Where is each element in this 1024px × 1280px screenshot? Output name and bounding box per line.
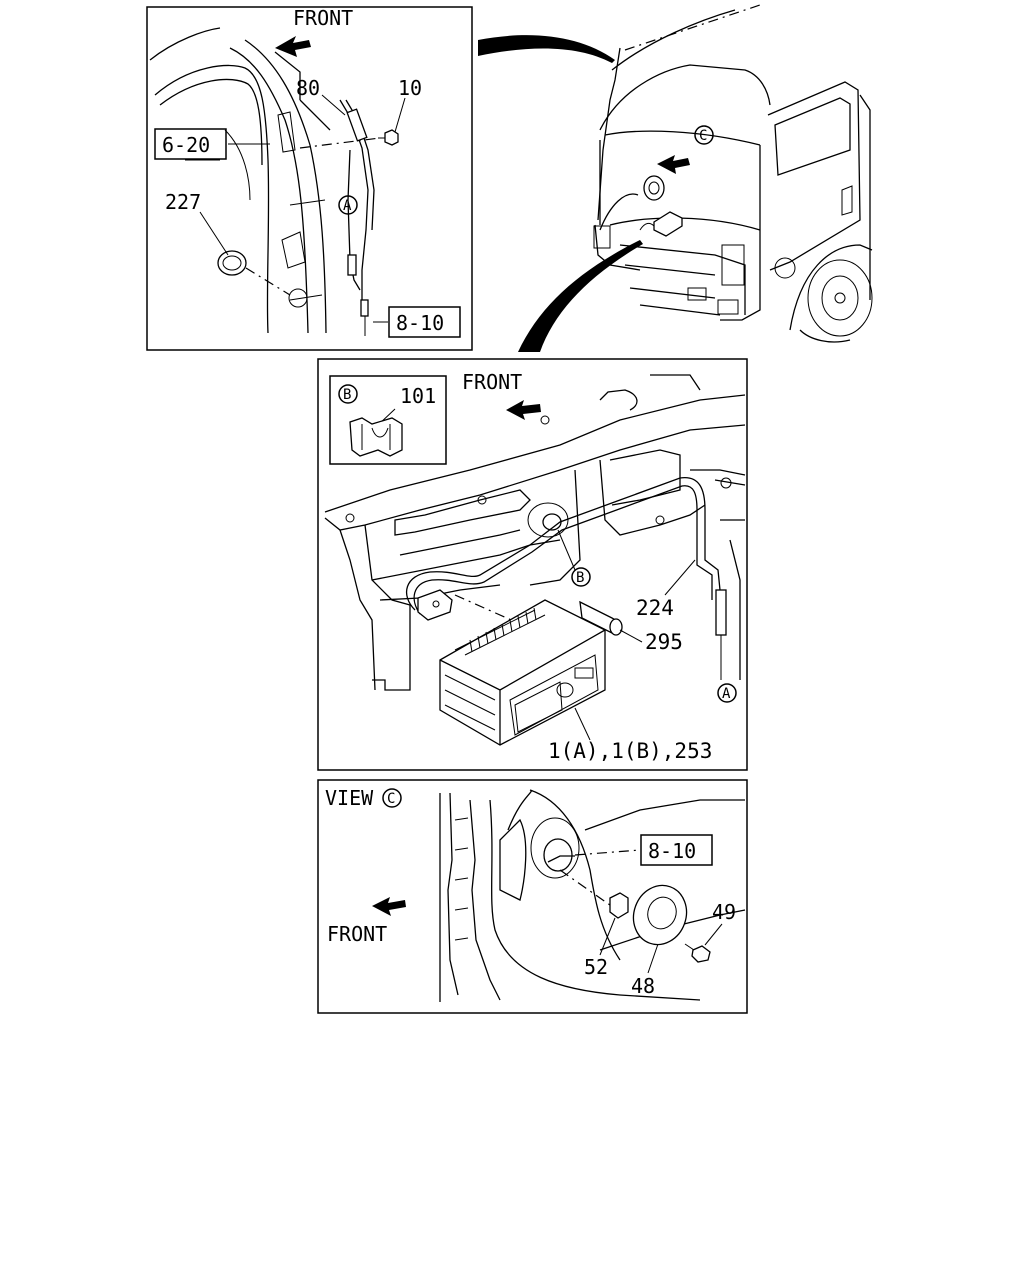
- panel-radio-mount: B 101 FRONT: [317, 358, 748, 771]
- cover-48-icon: [632, 884, 688, 946]
- cab-front-lower: [609, 217, 761, 231]
- front-label: FRONT: [462, 370, 522, 394]
- grille-lines: [624, 264, 721, 316]
- callout-radio-parts: 1(A),1(B),253: [548, 739, 712, 763]
- svg-text:A: A: [343, 198, 352, 214]
- callout-80: 80: [296, 76, 320, 100]
- callout-224: 224: [636, 596, 674, 620]
- front-arrow-icon: [275, 36, 311, 57]
- dash-grommet-hole: [527, 502, 569, 538]
- view-label: VIEW: [325, 786, 374, 810]
- mount-bracket: [417, 589, 453, 621]
- grommet-marker: [643, 175, 665, 201]
- front-arrow-icon: [372, 897, 406, 916]
- antenna-base-80: [346, 108, 368, 142]
- ref-box-8-10: [388, 306, 461, 338]
- pillar-slot: [277, 111, 296, 153]
- panel-view-c: VIEW C FRONT 8-10 49 52 48: [317, 779, 748, 1014]
- truck-overview: C: [593, 4, 873, 343]
- screw-49-icon: [691, 945, 711, 963]
- panel-cutout: [499, 789, 533, 901]
- front-label: FRONT: [293, 6, 353, 30]
- door-window: [774, 97, 851, 176]
- callout-49: 49: [712, 900, 736, 924]
- front-wheel: [807, 259, 873, 337]
- radio-knob: [556, 682, 574, 698]
- circle-marker-b: [571, 567, 591, 587]
- svg-text:B: B: [343, 387, 351, 403]
- callout-101: 101: [400, 384, 436, 408]
- door-handle: [841, 185, 853, 216]
- circle-marker-c: [694, 125, 714, 145]
- circle-marker-a: [717, 683, 737, 703]
- pillar-edge: [149, 27, 221, 61]
- callout-10: 10: [398, 76, 422, 100]
- grommet-hole: [288, 288, 308, 308]
- fuel-cap: [774, 257, 796, 279]
- svg-text:B: B: [576, 570, 584, 586]
- headlamp-right: [721, 244, 745, 286]
- callout-52: 52: [584, 955, 608, 979]
- truck-antenna: [597, 47, 621, 221]
- callout-227: 227: [165, 190, 201, 214]
- dash-beam-top: [324, 394, 746, 513]
- pillar-outer-curve: [229, 47, 309, 334]
- radio-position: [653, 211, 683, 237]
- grommet-227-icon: [217, 250, 247, 276]
- radio-faceplate: [509, 654, 599, 736]
- view-c-arrow-icon: [657, 155, 690, 174]
- connector-arc-bottom: [518, 240, 643, 352]
- callout-48: 48: [631, 974, 655, 998]
- svg-text:A: A: [722, 686, 731, 702]
- circle-marker-a: [338, 195, 358, 215]
- radio-vent-lines: [454, 609, 546, 656]
- clip-52-icon: [609, 892, 629, 919]
- pillar-inner-curve: [154, 64, 270, 334]
- callout-295: 295: [645, 630, 683, 654]
- callout-8-10: 8-10: [648, 839, 696, 863]
- dash-cutout: [394, 489, 531, 536]
- callout-6-20: 6-20: [162, 133, 210, 157]
- inset-b-frame: [329, 375, 447, 465]
- panel-antenna-pillar: FRONT 80 10: [146, 6, 473, 351]
- windshield-top: [599, 64, 771, 131]
- ref-box-6-20: [154, 128, 227, 160]
- panel-view-c-frame: [317, 779, 748, 1014]
- front-arrow-icon: [506, 400, 541, 420]
- svg-text:C: C: [699, 128, 707, 144]
- door-outline: [767, 81, 861, 271]
- panel-radio-mount-frame: [317, 358, 748, 771]
- ref-box-8-10: [640, 834, 713, 866]
- antenna-plug: [715, 589, 727, 636]
- bolt-10-icon: [384, 129, 399, 146]
- callout-8-10: 8-10: [396, 311, 444, 335]
- antenna-lead-224: [406, 477, 721, 611]
- view-circle-c: [382, 788, 402, 808]
- body-grommet-hole: [530, 817, 580, 879]
- clip-101-icon: [349, 417, 403, 457]
- inset-circle-b: [338, 384, 358, 404]
- front-label: FRONT: [327, 922, 387, 946]
- connector-arc-top: [478, 35, 615, 63]
- panel-antenna-pillar-frame: [146, 6, 473, 351]
- dash-recess: [609, 449, 681, 506]
- svg-text:C: C: [387, 791, 395, 807]
